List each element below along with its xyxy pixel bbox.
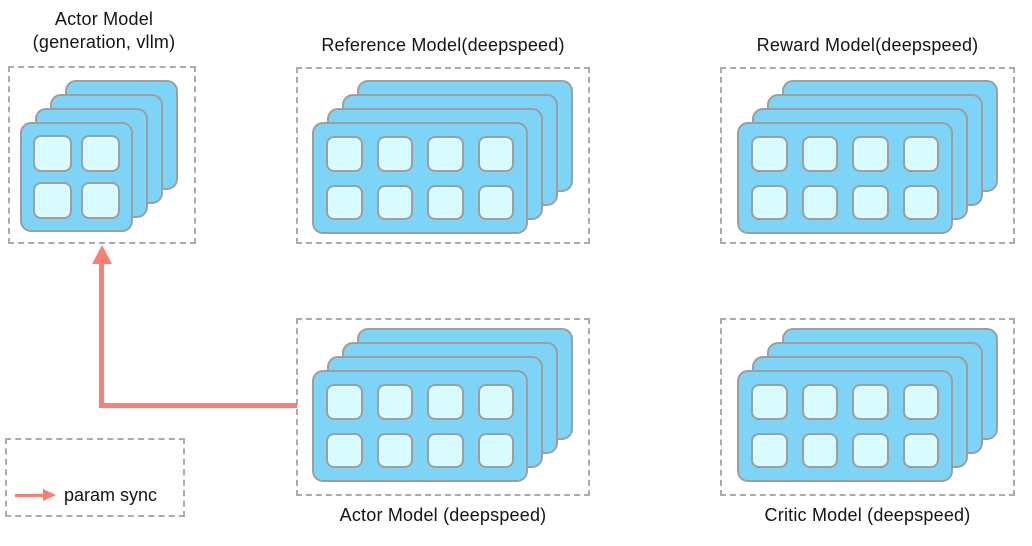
gpu-cell (902, 184, 939, 220)
gpu-cell (81, 182, 120, 219)
gpu-cell (376, 136, 413, 172)
actor-deepspeed-title: Actor Model (deepspeed) (339, 505, 547, 525)
critic-model-gpu-stack (737, 328, 998, 482)
gpu-cell (326, 136, 363, 172)
actor-vllm-gpu-stack (20, 80, 178, 232)
gpu-cell (801, 184, 838, 220)
gpu-cell (427, 184, 464, 220)
gpu-card-front (737, 370, 953, 482)
gpu-cell (326, 432, 363, 468)
gpu-cell (902, 136, 939, 172)
critic-model-title: Critic Model (deepspeed) (764, 505, 971, 525)
critic-model-box (720, 318, 1015, 496)
reference-model-box (296, 67, 590, 244)
gpu-cell (751, 432, 788, 468)
gpu-card-front (20, 122, 133, 232)
gpu-cell (477, 184, 514, 220)
reward-model-gpu-stack (737, 80, 998, 234)
gpu-cell (751, 384, 788, 420)
actor-vllm-title-line1: Actor Model (54, 9, 154, 29)
legend-arrow-line-icon (15, 494, 43, 497)
gpu-cell (427, 432, 464, 468)
gpu-card-front (312, 370, 528, 482)
gpu-cell (477, 384, 514, 420)
gpu-cell (33, 135, 72, 172)
param-sync-arrow-horizontal (99, 403, 297, 408)
param-sync-arrow-vertical (99, 261, 104, 407)
gpu-cell (376, 384, 413, 420)
gpu-cell (376, 432, 413, 468)
gpu-card-front (312, 122, 528, 234)
actor-deepspeed-box (296, 318, 590, 496)
reward-model-title: Reward Model(deepspeed) (756, 35, 979, 55)
gpu-cell (477, 432, 514, 468)
legend-arrowhead-icon (43, 489, 56, 501)
gpu-cell (326, 384, 363, 420)
gpu-cell (801, 384, 838, 420)
gpu-cell (852, 384, 889, 420)
gpu-cell (81, 135, 120, 172)
gpu-cell (852, 184, 889, 220)
param-sync-arrowhead-icon (92, 245, 112, 264)
gpu-cell (751, 136, 788, 172)
legend-label: param sync (64, 485, 158, 505)
gpu-cell (33, 182, 72, 219)
actor-vllm-box (8, 66, 196, 244)
gpu-cell (326, 184, 363, 220)
gpu-card-front (737, 122, 953, 234)
legend-box (5, 438, 185, 517)
gpu-cell (427, 384, 464, 420)
actor-vllm-title-line2: (generation, vllm) (32, 32, 176, 52)
gpu-cell (852, 136, 889, 172)
actor-deepspeed-gpu-stack (312, 328, 573, 482)
reference-model-title: Reference Model(deepspeed) (321, 35, 565, 55)
gpu-cell (801, 432, 838, 468)
gpu-cell (852, 432, 889, 468)
gpu-cell (427, 136, 464, 172)
gpu-cell (801, 136, 838, 172)
gpu-cell (902, 384, 939, 420)
gpu-cell (477, 136, 514, 172)
actor-vllm-title: Actor Model (generation, vllm) (8, 8, 200, 54)
reward-model-box (720, 67, 1015, 244)
gpu-cell (376, 184, 413, 220)
gpu-cell (751, 184, 788, 220)
reference-model-gpu-stack (312, 80, 573, 234)
gpu-cell (902, 432, 939, 468)
